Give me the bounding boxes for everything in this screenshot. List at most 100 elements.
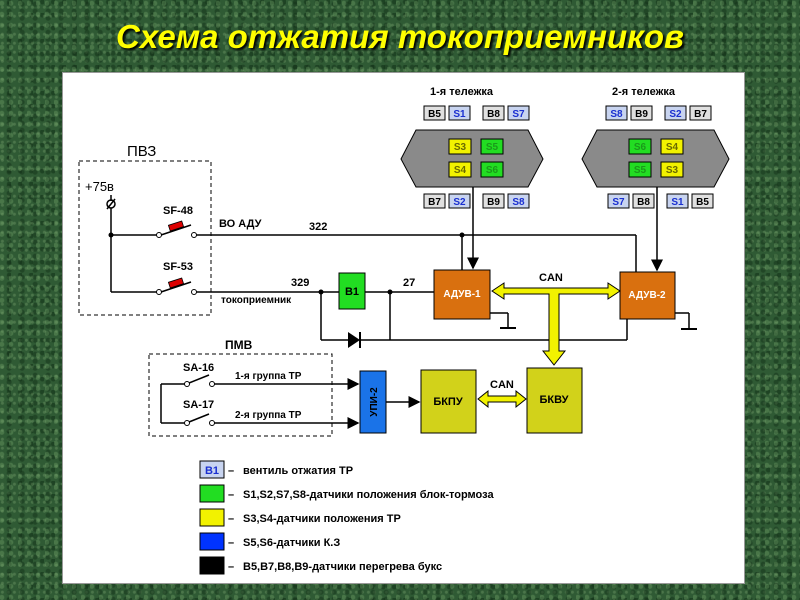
sensor-label: S4	[666, 142, 679, 153]
pvz-label: ПВЗ	[127, 143, 156, 160]
legend-text: B5,B7,B8,B9-датчики перегрева букс	[243, 561, 442, 573]
legend-swatch	[199, 532, 225, 551]
sensor-s3: S3	[660, 161, 684, 178]
sa17-switch	[188, 413, 210, 423]
sf53-switch	[160, 281, 192, 293]
b1-valve	[338, 272, 366, 310]
sensor-b8: B8	[632, 193, 655, 209]
bogie2-top-sensors: S8 B9 S2 B7	[605, 105, 712, 121]
aduv1-block	[433, 269, 491, 320]
sa17-label: SA-17	[183, 399, 214, 411]
bogie1-body	[400, 129, 544, 188]
upi2-label: УПИ-2	[369, 387, 380, 417]
legend-item: B1–вентиль отжатия ТР	[199, 460, 353, 479]
legend-text: S1,S2,S7,S8-датчики положения блок-тормо…	[243, 489, 494, 501]
wire-322-label: 322	[309, 221, 327, 233]
wire-27-label: 27	[403, 277, 415, 289]
legend-swatch	[199, 508, 225, 527]
sensor-label: B9	[487, 197, 500, 208]
sensor-label: S7	[512, 109, 525, 120]
sensor-label: S2	[453, 197, 466, 208]
legend-item: –S1,S2,S7,S8-датчики положения блок-торм…	[199, 484, 494, 503]
voltage-label: +75в	[85, 179, 114, 194]
bkpu-label: БКПУ	[433, 396, 463, 408]
sensor-label: S3	[454, 142, 467, 153]
bogie1-top-sensors: B5 S1 B8 S7	[423, 105, 530, 121]
legend-item: –B5,B7,B8,B9-датчики перегрева букс	[199, 556, 442, 575]
sensor-label: S1	[671, 197, 684, 208]
sensor-label: B5	[428, 109, 441, 120]
aduv2-block	[619, 271, 676, 320]
sa16-switch	[188, 374, 210, 384]
sensor-s8: S8	[605, 105, 628, 121]
sensor-b5: B5	[691, 193, 714, 209]
group2-label: 2-я группа ТР	[235, 410, 302, 421]
sensor-label: S8	[610, 109, 623, 120]
legend-item: –S5,S6-датчики К.З	[199, 532, 340, 551]
wire-vo-adu: ВО АДУ	[219, 218, 262, 230]
pvz-box	[78, 160, 212, 316]
legend-key: B1	[205, 465, 219, 477]
b1-label: B1	[345, 286, 359, 298]
legend-text: S3,S4-датчики положения ТР	[243, 513, 401, 525]
schematic: ПВЗ +75в SF-48 ВО АДУ 322 SF-53 329 токо…	[78, 86, 730, 575]
sensor-b9: B9	[482, 193, 505, 209]
sensor-s8: S8	[507, 193, 530, 209]
bogie2-bottom-sensors: S7 B8 S1 B5	[607, 193, 714, 209]
sensor-label: S5	[634, 165, 647, 176]
sensor-label: S5	[486, 142, 499, 153]
aduv1-label: АДУВ-1	[443, 289, 481, 300]
sa16-label: SA-16	[183, 362, 214, 374]
legend-text: вентиль отжатия ТР	[243, 465, 353, 477]
diagram-panel: ПВЗ +75в SF-48 ВО АДУ 322 SF-53 329 токо…	[62, 72, 745, 584]
legend-item: –S3,S4-датчики положения ТР	[199, 508, 401, 527]
wire-tokopriemnik: токоприемник	[221, 295, 292, 306]
sensor-s1: S1	[666, 193, 689, 209]
sensor-label: S1	[453, 109, 466, 120]
pmv-box	[148, 353, 333, 437]
sf48-switch	[160, 224, 192, 236]
bkvu-block	[526, 367, 583, 434]
sensor-label: S2	[669, 109, 682, 120]
diode-symbol	[348, 332, 360, 348]
can-bus-arrow-top	[491, 282, 621, 366]
legend-text: S5,S6-датчики К.З	[243, 537, 340, 549]
page-title: Схема отжатия токоприемников	[116, 18, 684, 55]
sensor-s2: S2	[448, 193, 471, 209]
sensor-b9: B9	[630, 105, 653, 121]
sensor-s1: S1	[448, 105, 471, 121]
sf48-label: SF-48	[163, 205, 193, 217]
sensor-label: S8	[512, 197, 525, 208]
bogie2-body	[581, 129, 730, 188]
sensor-s3: S3	[448, 138, 472, 155]
wire-329-label: 329	[291, 277, 309, 289]
legend-dash: –	[228, 465, 234, 477]
sensor-s7: S7	[607, 193, 630, 209]
sensor-label: S7	[612, 197, 625, 208]
sf53-label: SF-53	[163, 261, 193, 273]
sensor-label: B8	[487, 109, 500, 120]
legend: B1–вентиль отжатия ТР–S1,S2,S7,S8-датчик…	[199, 460, 494, 575]
legend-swatch	[199, 556, 225, 575]
bkvu-label: БКВУ	[540, 394, 569, 406]
upi2-block	[359, 370, 387, 434]
sensor-s4: S4	[660, 138, 684, 155]
bogie1-bottom-sensors: B7 S2 B9 S8	[423, 193, 530, 209]
pmv-label: ПМВ	[225, 338, 253, 352]
can-bus-arrow-bottom	[477, 389, 527, 409]
sensor-s7: S7	[507, 105, 530, 121]
sensor-label: S4	[454, 165, 467, 176]
sensor-s2: S2	[664, 105, 687, 121]
sensor-s5: S5	[628, 161, 652, 178]
sensor-label: S6	[486, 165, 499, 176]
sensor-b7: B7	[423, 193, 446, 209]
sensor-label: B8	[637, 197, 650, 208]
sensor-b7: B7	[689, 105, 712, 121]
sensor-label: S3	[666, 165, 679, 176]
sensor-s5: S5	[480, 138, 504, 155]
sensor-s6: S6	[480, 161, 504, 178]
legend-swatch	[199, 484, 225, 503]
legend-swatch	[199, 460, 225, 479]
